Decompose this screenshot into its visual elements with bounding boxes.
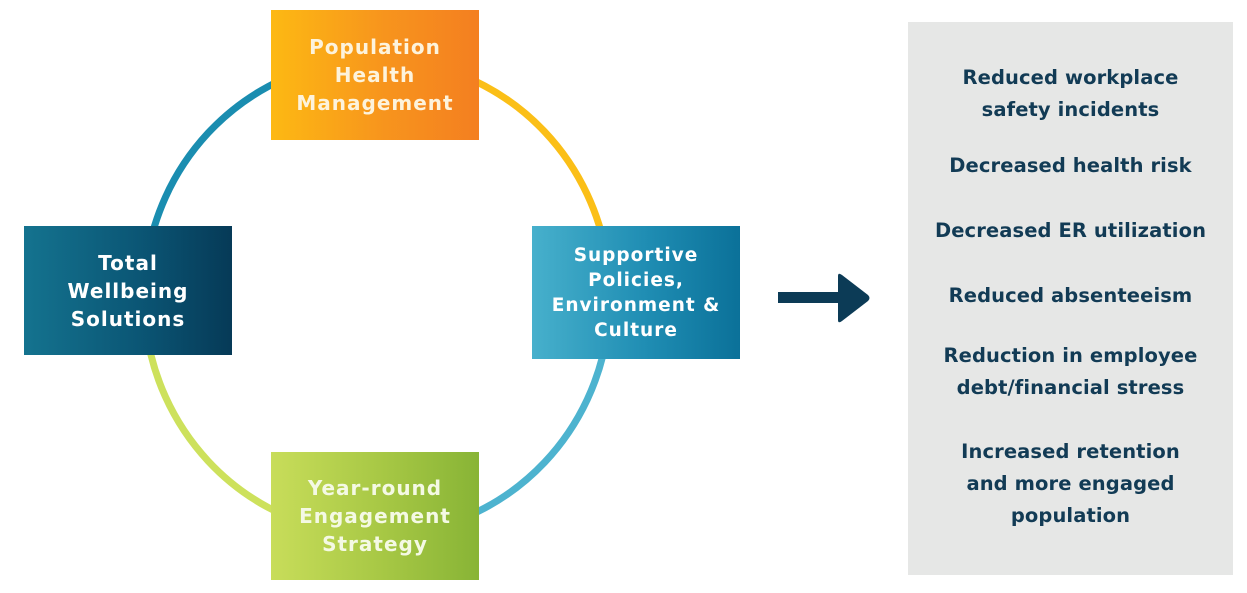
outcomes-panel: Reduced workplace safety incidents Decre… [908,22,1233,575]
outcome-item: Reduced absenteeism [948,284,1193,307]
outcome-item: Reduction in employee debt/financial str… [943,344,1198,399]
node-total-wellbeing-solutions: Total Wellbeing Solutions [24,226,232,355]
outcome-item: Decreased ER utilization [934,219,1207,242]
node-label: Population Health Management [296,35,454,115]
outcome-item: Decreased health risk [949,154,1192,177]
node-label: Total Wellbeing Solutions [67,250,189,331]
node-label: Supportive Policies, Environment & Cultu… [551,244,721,341]
node-label: Year-round Engagement Strategy [299,476,451,556]
node-supportive-policies: Supportive Policies, Environment & Cultu… [532,226,740,359]
right-arrow-icon [778,273,870,323]
outcome-item: Reduced workplace safety incidents [962,66,1179,121]
node-population-health-management: Population Health Management [271,10,479,140]
outcome-item: Increased retention and more engaged pop… [961,440,1180,527]
node-year-round-engagement: Year-round Engagement Strategy [271,452,479,580]
